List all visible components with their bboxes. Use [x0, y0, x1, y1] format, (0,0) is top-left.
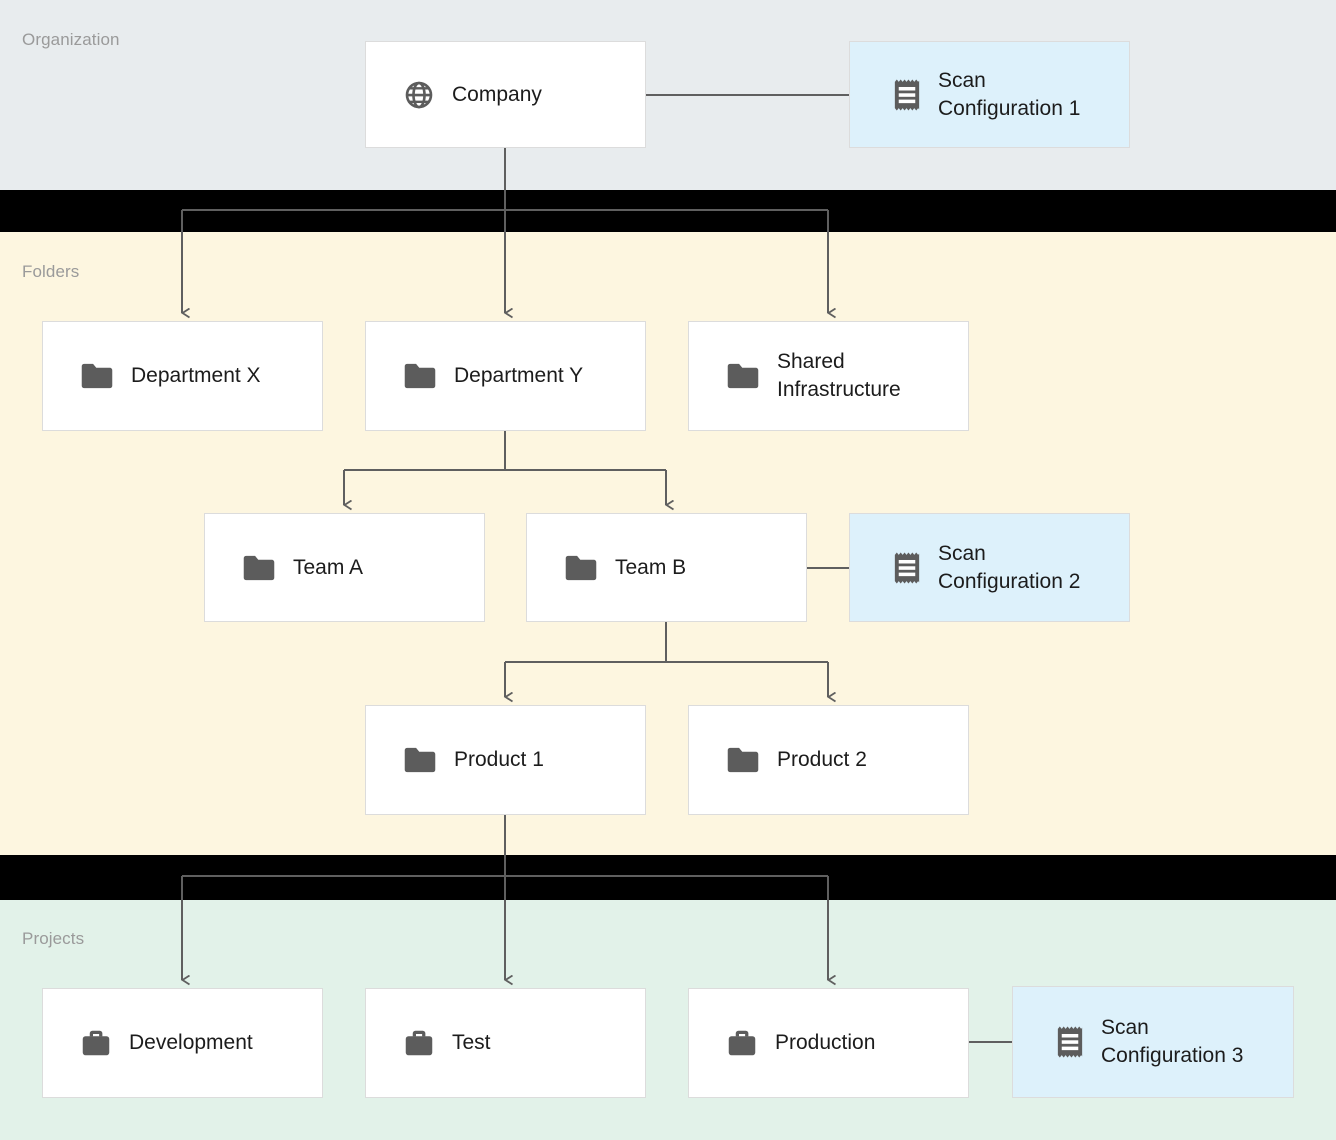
receipt-icon: [1057, 1026, 1083, 1058]
node-team-a[interactable]: Team A: [204, 513, 485, 622]
node-product-1[interactable]: Product 1: [365, 705, 646, 815]
band-label-folders: Folders: [22, 262, 80, 281]
band-organization: [0, 0, 1336, 190]
node-scan-configuration-1[interactable]: Scan Configuration 1: [849, 41, 1130, 148]
node-label: Production: [775, 1031, 876, 1055]
node-label: Scan Configuration 2: [938, 541, 1081, 593]
node-department-x[interactable]: Department X: [42, 321, 323, 431]
globe-icon: [405, 81, 433, 108]
band-label-projects: Projects: [22, 929, 85, 948]
node-label: Department Y: [454, 364, 584, 388]
folder-icon: [727, 747, 759, 773]
node-team-b[interactable]: Team B: [526, 513, 807, 622]
node-scan-configuration-2[interactable]: Scan Configuration 2: [849, 513, 1130, 622]
receipt-icon: [894, 551, 920, 584]
folder-icon: [81, 363, 113, 389]
folder-icon: [243, 555, 275, 580]
node-test[interactable]: Test: [365, 988, 646, 1098]
node-scan-configuration-3[interactable]: Scan Configuration 3: [1012, 986, 1294, 1098]
node-production[interactable]: Production: [688, 988, 969, 1098]
node-label: Team B: [615, 555, 687, 579]
node-company[interactable]: Company: [365, 41, 646, 148]
folder-icon: [727, 363, 759, 389]
node-product-2[interactable]: Product 2: [688, 705, 969, 815]
node-label: Test: [452, 1031, 491, 1055]
briefcase-icon: [82, 1030, 110, 1056]
node-shared-infrastructure[interactable]: Shared Infrastructure: [688, 321, 969, 431]
node-label: Development: [129, 1031, 253, 1055]
folder-icon: [404, 363, 436, 389]
node-label: Department X: [131, 364, 261, 388]
node-label: Team A: [293, 555, 364, 579]
node-label: Company: [452, 82, 542, 106]
node-label: Product 1: [454, 748, 544, 772]
node-department-y[interactable]: Department Y: [365, 321, 646, 431]
node-label: Shared Infrastructure: [777, 350, 901, 401]
node-label: Product 2: [777, 748, 867, 772]
node-label: Scan Configuration 1: [938, 68, 1081, 120]
folder-icon: [404, 747, 436, 773]
receipt-icon: [894, 78, 920, 111]
band-label-organization: Organization: [22, 30, 120, 49]
node-development[interactable]: Development: [42, 988, 323, 1098]
folder-icon: [565, 555, 597, 580]
briefcase-icon: [405, 1030, 433, 1056]
node-label: Scan Configuration 3: [1101, 1016, 1244, 1067]
briefcase-icon: [728, 1030, 756, 1056]
